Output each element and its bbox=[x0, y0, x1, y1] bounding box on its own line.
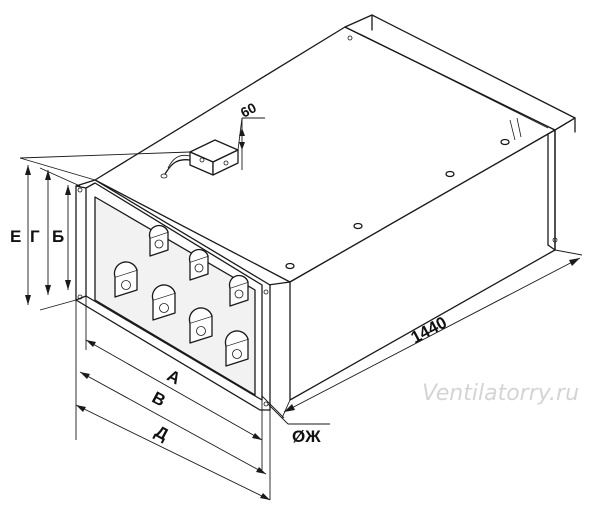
label-e: Е bbox=[10, 227, 21, 246]
label-bh: Б bbox=[52, 227, 64, 246]
dim-egb bbox=[19, 151, 191, 311]
label-d: Д bbox=[152, 422, 172, 444]
dim-1440 bbox=[281, 249, 583, 419]
label-a: А bbox=[164, 366, 184, 389]
dim-60 bbox=[237, 117, 265, 170]
dim-abd bbox=[75, 296, 271, 501]
label-60: 60 bbox=[238, 99, 259, 121]
heating-elements bbox=[113, 224, 249, 367]
label-b: В bbox=[149, 388, 169, 411]
label-j: ØЖ bbox=[292, 427, 321, 446]
dim-j bbox=[261, 395, 330, 425]
label-g: Г bbox=[30, 227, 40, 246]
rear-flange bbox=[344, 14, 576, 251]
mounting-lugs bbox=[285, 138, 510, 270]
watermark: Ventilatorry.ru bbox=[422, 381, 579, 406]
